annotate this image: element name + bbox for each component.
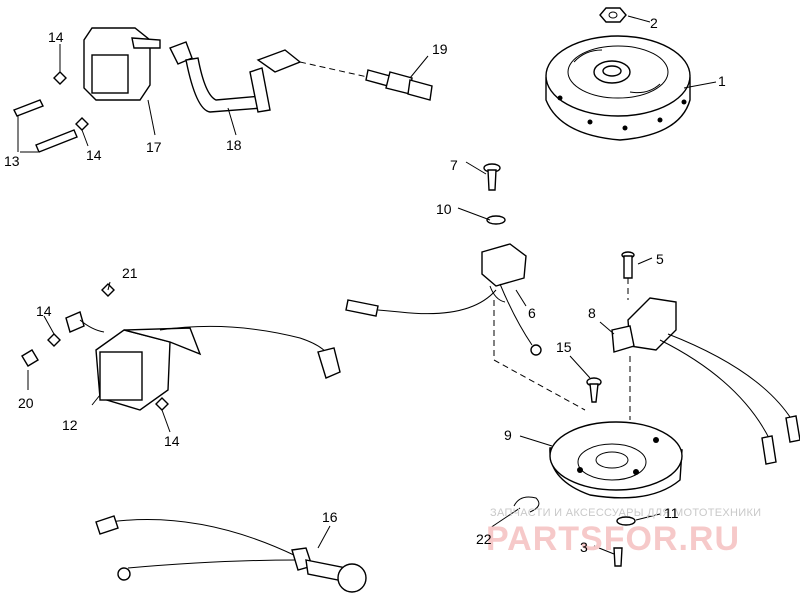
label-11: 11	[664, 505, 679, 521]
label-7: 7	[450, 157, 458, 173]
coil-screws	[13, 71, 89, 153]
stator-plate	[549, 421, 683, 499]
label-19: 19	[432, 41, 448, 57]
ignition-coil	[83, 27, 161, 101]
label-14-top: 14	[48, 29, 64, 45]
leader-lines	[17, 15, 717, 555]
label-21: 21	[122, 265, 138, 281]
flywheel-nut	[599, 7, 627, 23]
spark-plug-lead	[169, 41, 373, 113]
part-numbers: 2 1 14 13 14 17 18 19 7 10 5 6 8 15 9 21…	[4, 15, 726, 555]
label-22: 22	[476, 531, 492, 547]
label-18: 18	[226, 137, 242, 153]
screw-5	[621, 251, 635, 300]
retaining-clip	[513, 496, 540, 513]
label-2: 2	[650, 15, 658, 31]
wiring-harness	[95, 515, 367, 593]
label-10: 10	[436, 201, 452, 217]
label-6: 6	[528, 305, 536, 321]
label-13: 13	[4, 153, 20, 169]
label-14-bottom: 14	[164, 433, 180, 449]
screw-7	[483, 163, 501, 191]
screw-3	[613, 547, 623, 567]
label-1: 1	[718, 73, 726, 89]
washer-10	[486, 215, 506, 225]
flywheel	[545, 35, 691, 141]
label-14-coil: 14	[86, 147, 102, 163]
power-pack	[65, 311, 341, 411]
label-14-pack: 14	[36, 303, 52, 319]
pulser-coil	[611, 297, 800, 465]
washer-11	[616, 516, 636, 526]
label-17: 17	[146, 139, 162, 155]
label-16: 16	[322, 509, 338, 525]
charge-coil	[345, 243, 586, 411]
label-3: 3	[580, 539, 588, 555]
label-15: 15	[556, 339, 572, 355]
label-12: 12	[62, 417, 78, 433]
label-9: 9	[504, 427, 512, 443]
watermark: ЗАПЧАСТИ И АКСЕССУАРЫ ДЛЯ МОТОТЕХНИКИ PA…	[486, 507, 761, 558]
watermark-brand: PARTSFOR.RU	[486, 520, 740, 558]
screw-15	[586, 377, 602, 403]
spark-plug	[365, 69, 433, 101]
label-5: 5	[656, 251, 664, 267]
watermark-tagline: ЗАПЧАСТИ И АКСЕССУАРЫ ДЛЯ МОТОТЕХНИКИ	[490, 507, 761, 519]
label-20: 20	[18, 395, 34, 411]
label-8: 8	[588, 305, 596, 321]
